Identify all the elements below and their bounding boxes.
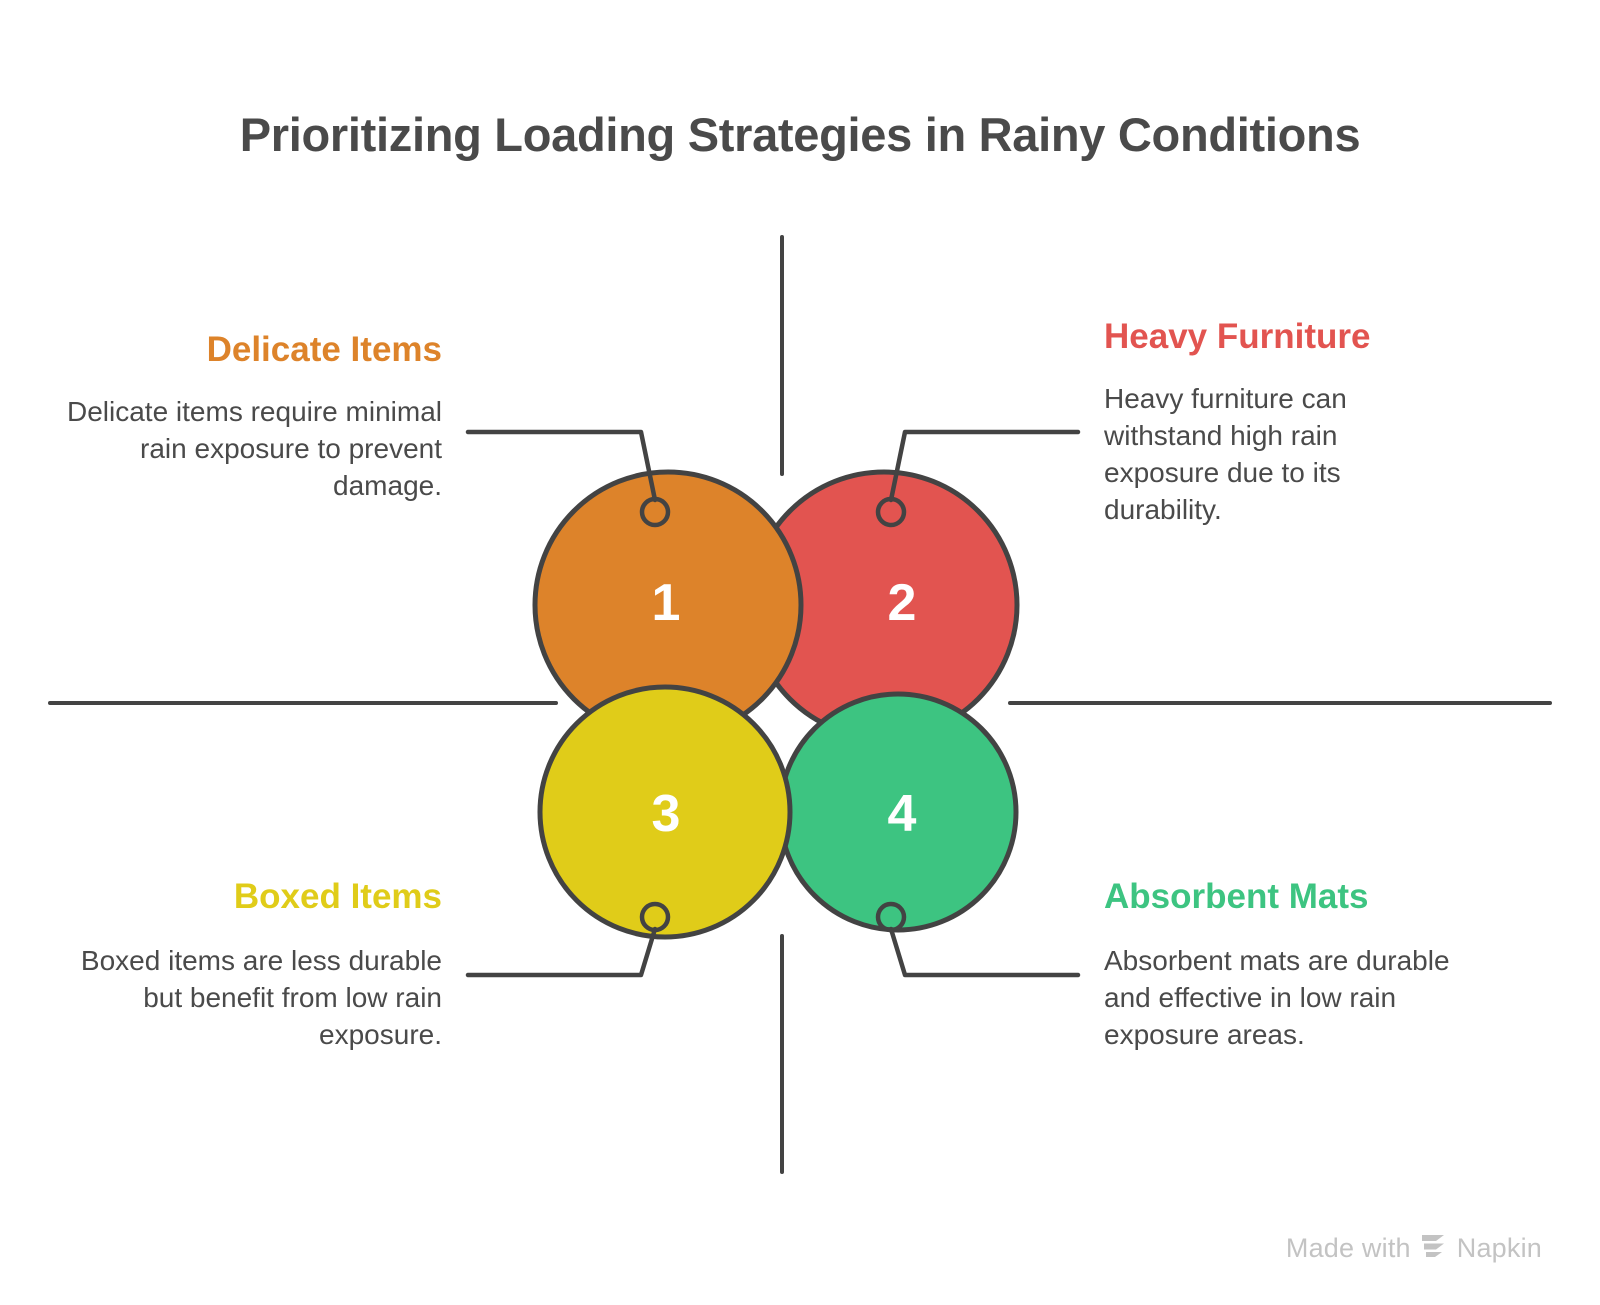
quadrant-block-1[interactable]: Delicate Items Delicate items require mi…: [52, 330, 442, 505]
quadrant-heading-4: Absorbent Mats: [1104, 877, 1369, 916]
axis-lines: [48, 235, 1552, 1174]
circle-number-3: 3: [652, 785, 681, 843]
watermark: Made with Napkin: [1286, 1232, 1542, 1265]
quadrant-block-2[interactable]: Heavy Furniture Heavy furniture can with…: [1104, 317, 1494, 529]
connector-anchor-ring-2: [875, 496, 907, 528]
connector-leader-1: [465, 429, 658, 503]
circle-number-1: 1: [652, 574, 681, 632]
connector-leader-3: [465, 926, 658, 978]
circle-number-2: 2: [888, 574, 917, 632]
quadrant-body-2: Heavy furniture can withstand high rain …: [1104, 383, 1347, 526]
circle-group: [532, 469, 1020, 940]
connector-leader-4: [888, 926, 1081, 978]
napkin-logo-icon: [1420, 1232, 1448, 1265]
page-title: Prioritizing Loading Strategies in Rainy…: [239, 108, 1361, 161]
watermark-brand: Napkin: [1456, 1233, 1542, 1263]
circle-number-4: 4: [888, 785, 917, 843]
quadrant-heading-2: Heavy Furniture: [1104, 317, 1371, 356]
quadrant-body-3: Boxed items are less durable but benefit…: [80, 945, 442, 1051]
watermark-prefix: Made with: [1285, 1233, 1411, 1263]
connector-anchor-ring-1: [639, 496, 671, 528]
connector-anchor-ring-3: [639, 901, 671, 933]
connector-leader-2: [888, 429, 1081, 503]
connector-anchor-ring-4: [875, 901, 907, 933]
quadrant-block-4[interactable]: Absorbent Mats Absorbent mats are durabl…: [1104, 877, 1494, 1054]
circle-numbers: 1 2 3 4: [652, 574, 917, 843]
quadrant-body-4: Absorbent mats are durable and effective…: [1104, 945, 1450, 1051]
quadrant-circle-3[interactable]: [537, 684, 793, 940]
quadrant-block-3[interactable]: Boxed Items Boxed items are less durable…: [52, 877, 442, 1054]
quadrant-heading-1: Delicate Items: [206, 330, 442, 369]
connector-lines: [465, 429, 1081, 978]
quadrant-heading-3: Boxed Items: [233, 877, 442, 916]
quadrant-body-1: Delicate items require minimal rain expo…: [66, 396, 442, 502]
